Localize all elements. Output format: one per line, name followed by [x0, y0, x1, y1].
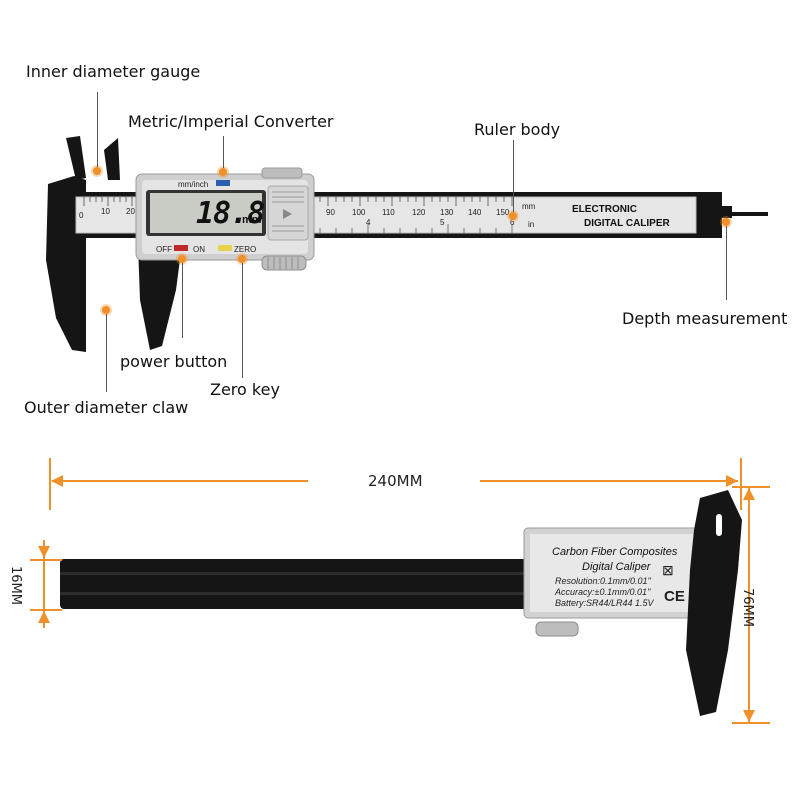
label-zero: Zero key [210, 380, 280, 399]
dim-thick-top [30, 559, 62, 561]
inch-mark: 5 [440, 218, 445, 227]
lcd-readout: 18.8 [196, 196, 265, 231]
leader-depth [726, 226, 727, 300]
back-title-1: Carbon Fiber Composites [552, 546, 678, 558]
zero-label: ZERO [234, 245, 257, 254]
dim-height-label: 76MM [739, 588, 755, 627]
scale-ticks [83, 197, 133, 206]
inner-jaw-movable [104, 138, 120, 180]
label-ruler-body: Ruler body [474, 120, 561, 139]
dim-arrow-left [51, 475, 63, 487]
scale-number: 140 [468, 208, 482, 217]
scale-number: 10 [101, 207, 110, 216]
brand-line-2: DIGITAL CALIPER [584, 218, 670, 229]
on-label: ON [193, 245, 205, 254]
scale-number: 90 [326, 208, 335, 217]
dim-height-arrow-bottom [743, 710, 755, 722]
lcd-unit: mm [242, 214, 262, 226]
dim-height-top [732, 486, 770, 488]
label-inner-diameter: Inner diameter gauge [26, 62, 201, 81]
back-resolution: Resolution:0.1mm/0.01'' [555, 576, 651, 586]
scale-number: 20 [126, 207, 135, 216]
brand-line-1: ELECTRONIC [572, 204, 637, 215]
dim-arrow-right [726, 475, 738, 487]
back-battery: Battery:SR44/LR44 1.5V [555, 598, 654, 608]
label-depth: Depth measurement [622, 309, 788, 328]
inch-mark: 4 [366, 218, 371, 227]
back-jaw [686, 490, 742, 716]
dim-length-line-right [480, 480, 738, 482]
depth-rod [720, 212, 768, 216]
callout-dot-converter [219, 168, 227, 176]
scale-number: 150 [496, 208, 510, 217]
scale-number: 130 [440, 208, 454, 217]
label-outer-claw: Outer diameter claw [24, 398, 189, 417]
dim-left-tick [49, 458, 51, 510]
back-beam [60, 559, 540, 609]
caliper-front-illustration [46, 136, 768, 352]
dim-height-arrow-top [743, 488, 755, 500]
scale-in-label: in [528, 220, 535, 229]
scale-number: 0 [79, 211, 84, 220]
leader-power [182, 263, 183, 338]
scale-mm-label: mm [522, 202, 536, 211]
inch-mark: 6 [510, 218, 515, 227]
dim-thickness-label: 16MM [7, 566, 23, 605]
bin-icon: ⊠ [662, 562, 674, 578]
leader-outer [106, 314, 107, 392]
dim-length-line-left [52, 480, 308, 482]
caliper-back-illustration: ⊠ [60, 490, 742, 716]
leader-converter [223, 136, 224, 168]
zero-button [218, 245, 232, 251]
callout-dot-ruler [509, 212, 517, 220]
mm-inch-button [216, 180, 230, 186]
ce-mark: CE [664, 588, 685, 605]
dim-thick-arrow-bottom [38, 611, 50, 623]
leader-inner [97, 92, 98, 167]
dim-right-tick [740, 458, 742, 510]
off-label: OFF [156, 245, 172, 254]
dim-thick-bottom [30, 609, 62, 611]
label-power: power button [120, 352, 228, 371]
callout-dot-depth [722, 218, 730, 226]
callout-dot-zero [238, 255, 246, 263]
label-converter: Metric/Imperial Converter [128, 112, 334, 131]
back-accuracy: Accuracy:±0.1mm/0.01'' [555, 587, 651, 597]
thumb-wheel [261, 255, 307, 271]
movable-jaw [138, 244, 182, 350]
dim-length-label: 240MM [368, 472, 423, 490]
callout-dot-outer [102, 306, 110, 314]
callout-dot-inner [93, 167, 101, 175]
callout-dot-power [178, 255, 186, 263]
leader-zero [242, 263, 243, 378]
power-button [174, 245, 188, 251]
dim-height-line [748, 488, 750, 722]
scale-number: 120 [412, 208, 426, 217]
lcd-screen [150, 193, 262, 233]
dim-height-bottom [732, 722, 770, 724]
unit-toggle-label: mm/inch [178, 180, 209, 189]
scale-number: 110 [382, 208, 395, 217]
back-title-2: Digital Caliper [582, 561, 651, 573]
scale-number: 100 [352, 208, 366, 217]
inner-jaw-fixed [66, 136, 86, 180]
dim-thick-arrow-top [38, 546, 50, 558]
dim-thick-line [43, 540, 45, 628]
leader-ruler [513, 140, 514, 212]
